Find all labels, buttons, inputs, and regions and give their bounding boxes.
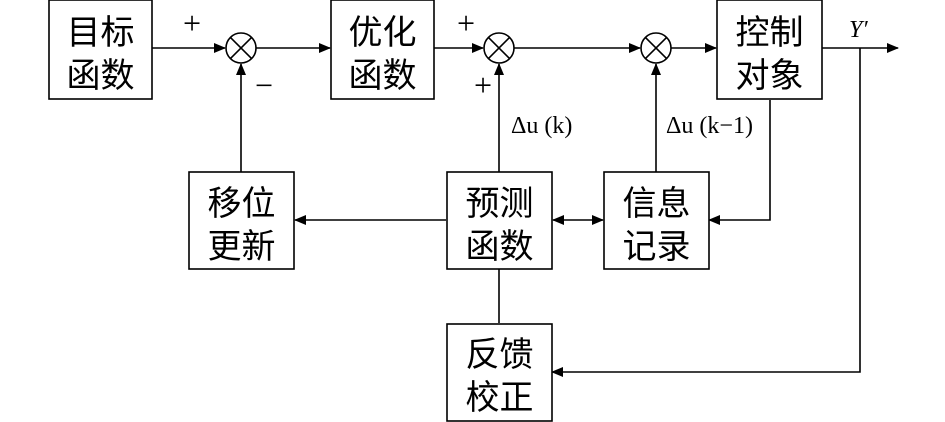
block-label-line1: 反馈 (466, 335, 534, 375)
plant-to-record (708, 100, 771, 225)
block-label-line2: 函数 (67, 56, 135, 96)
block-controlled-object: 控制 对象 (716, 0, 823, 100)
block-shift-update: 移位 更新 (188, 171, 295, 270)
block-label-line1: 信息 (623, 184, 691, 224)
block-label-line2: 更新 (208, 227, 276, 267)
sum1-minus-sign: − (255, 67, 273, 103)
block-label-line2: 函数 (349, 56, 417, 96)
sum1-plus-sign: + (183, 5, 201, 41)
sum2-plus-sign-bottom: + (474, 67, 492, 103)
block-label-line2: 记录 (623, 227, 691, 267)
block-label-line1: 控制 (736, 13, 804, 53)
output-label: Y′ (849, 17, 868, 43)
block-target-function: 目标 函数 (48, 0, 153, 100)
block-label-line2: 校正 (466, 378, 534, 418)
block-label-line1: 移位 (208, 184, 276, 224)
block-label-line1: 目标 (67, 13, 135, 53)
summing-junction-2 (483, 32, 515, 64)
delta-u-k-minus-1-label: Δu (k−1) (666, 113, 753, 139)
summing-junction-3 (640, 32, 672, 64)
output-to-feedback (551, 48, 861, 377)
sum2-plus-sign-left: + (457, 5, 475, 41)
block-label-line2: 函数 (466, 227, 534, 267)
block-predict-function: 预测 函数 (446, 171, 553, 270)
block-label-line1: 预测 (466, 184, 534, 224)
block-label-line1: 优化 (349, 13, 417, 53)
block-label-line2: 对象 (736, 56, 804, 96)
connections (152, 43, 899, 377)
delta-u-k-label: Δu (k) (511, 113, 572, 139)
summing-junction-1 (225, 32, 257, 64)
block-feedback-correction: 反馈 校正 (446, 323, 553, 422)
block-info-record: 信息 记录 (603, 171, 710, 270)
block-optimize-function: 优化 函数 (330, 0, 435, 100)
